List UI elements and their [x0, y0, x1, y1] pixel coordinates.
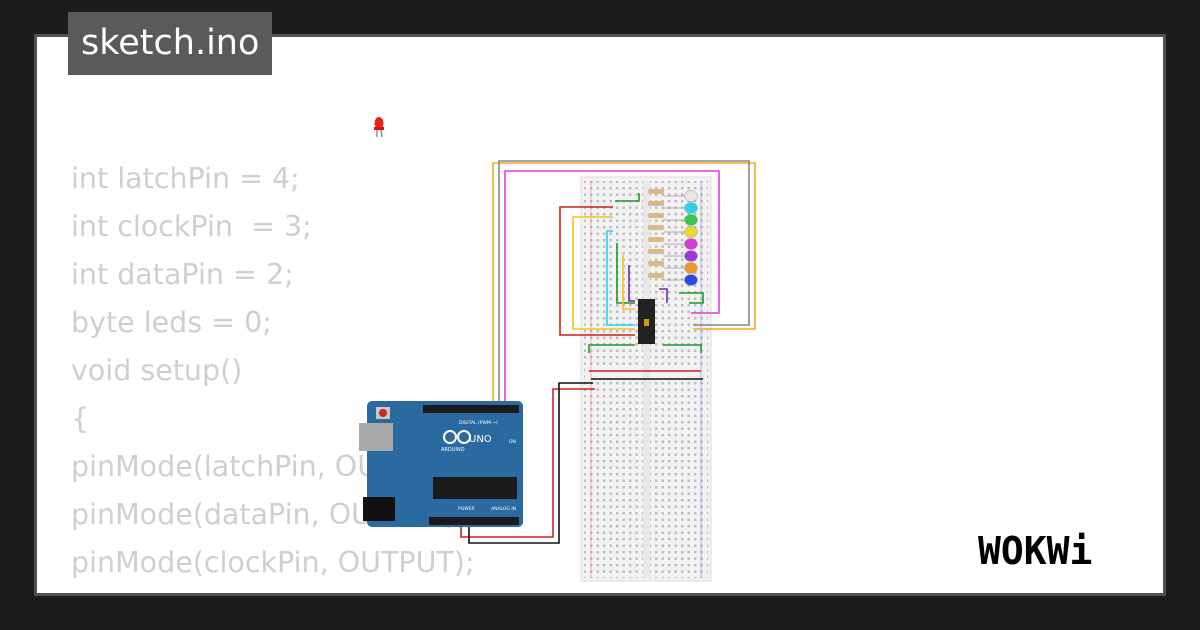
led-6[interactable] — [684, 250, 698, 262]
wire-green-left[interactable] — [616, 243, 635, 304]
wire-red-power[interactable] — [460, 388, 595, 538]
diagram-canvas: int latchPin = 4; int clockPin = 3; int da… — [34, 34, 1166, 596]
code-line-9: pinMode(clockPin, OUTPUT); — [71, 546, 475, 579]
wire-cyan-left[interactable] — [606, 230, 635, 326]
code-line-3: int dataPin = 2; — [71, 258, 294, 291]
power-jack — [363, 497, 395, 521]
wires — [460, 160, 756, 544]
uno-label: UNO — [469, 434, 492, 445]
code-preview: int latchPin = 4; int clockPin = 3; int da… — [71, 155, 475, 593]
wire-purple-right[interactable] — [659, 288, 668, 303]
sketch-title: sketch.ino — [68, 12, 273, 75]
wire-purple-left[interactable] — [628, 265, 635, 302]
wire-yellow-left[interactable] — [572, 216, 635, 330]
code-line-6: { — [71, 402, 90, 435]
arduino-logo-icon — [443, 430, 471, 444]
led-3[interactable] — [684, 214, 698, 226]
circuit-diagram: UNO ARDUINO DIGITAL (PWM ~) ON POWER ANA… — [359, 117, 756, 582]
shift-register-chip[interactable] — [638, 299, 655, 344]
wire-green-bottom-left[interactable] — [588, 344, 635, 353]
resistor-array[interactable] — [648, 189, 664, 278]
wire-red-left[interactable] — [559, 206, 635, 336]
wire-green-top[interactable] — [615, 193, 640, 202]
wire-yellow-inner[interactable] — [622, 255, 635, 310]
arduino-brand-label: ARDUINO — [441, 447, 465, 453]
led-5[interactable] — [684, 238, 698, 250]
reset-button — [379, 409, 387, 417]
stray-red-led[interactable] — [374, 117, 384, 138]
analog-label: ANALOG IN — [491, 506, 516, 512]
led-2[interactable] — [684, 202, 698, 214]
led-row — [664, 190, 698, 286]
wokwi-logo[interactable]: WOKWi — [976, 526, 1152, 576]
wire-magenta[interactable] — [504, 170, 720, 403]
led-1[interactable] — [684, 190, 698, 202]
arduino-uno-board[interactable]: UNO ARDUINO DIGITAL (PWM ~) ON POWER ANA… — [359, 401, 523, 527]
wire-black-ground[interactable] — [468, 382, 593, 544]
code-line-5: void setup() — [71, 354, 243, 387]
led-7[interactable] — [684, 262, 698, 274]
wire-orange[interactable] — [492, 162, 756, 403]
code-line-1: int latchPin = 4; — [71, 162, 300, 195]
wokwi-logo-text: WOKWi — [978, 529, 1092, 573]
digital-header — [423, 405, 519, 413]
wire-gray[interactable] — [498, 160, 750, 403]
code-line-2: int clockPin = 3; — [71, 210, 312, 243]
on-label: ON — [509, 439, 516, 445]
power-label: POWER — [458, 506, 475, 512]
wire-green-right[interactable] — [679, 292, 704, 304]
usb-port — [359, 423, 393, 451]
digital-label: DIGITAL (PWM ~) — [459, 420, 498, 426]
power-header — [429, 517, 519, 525]
led-8[interactable] — [684, 274, 698, 286]
wire-green-bottom-right[interactable] — [663, 344, 702, 353]
led-4[interactable] — [684, 226, 698, 238]
atmega-chip — [433, 477, 517, 499]
code-line-4: byte leds = 0; — [71, 306, 272, 339]
